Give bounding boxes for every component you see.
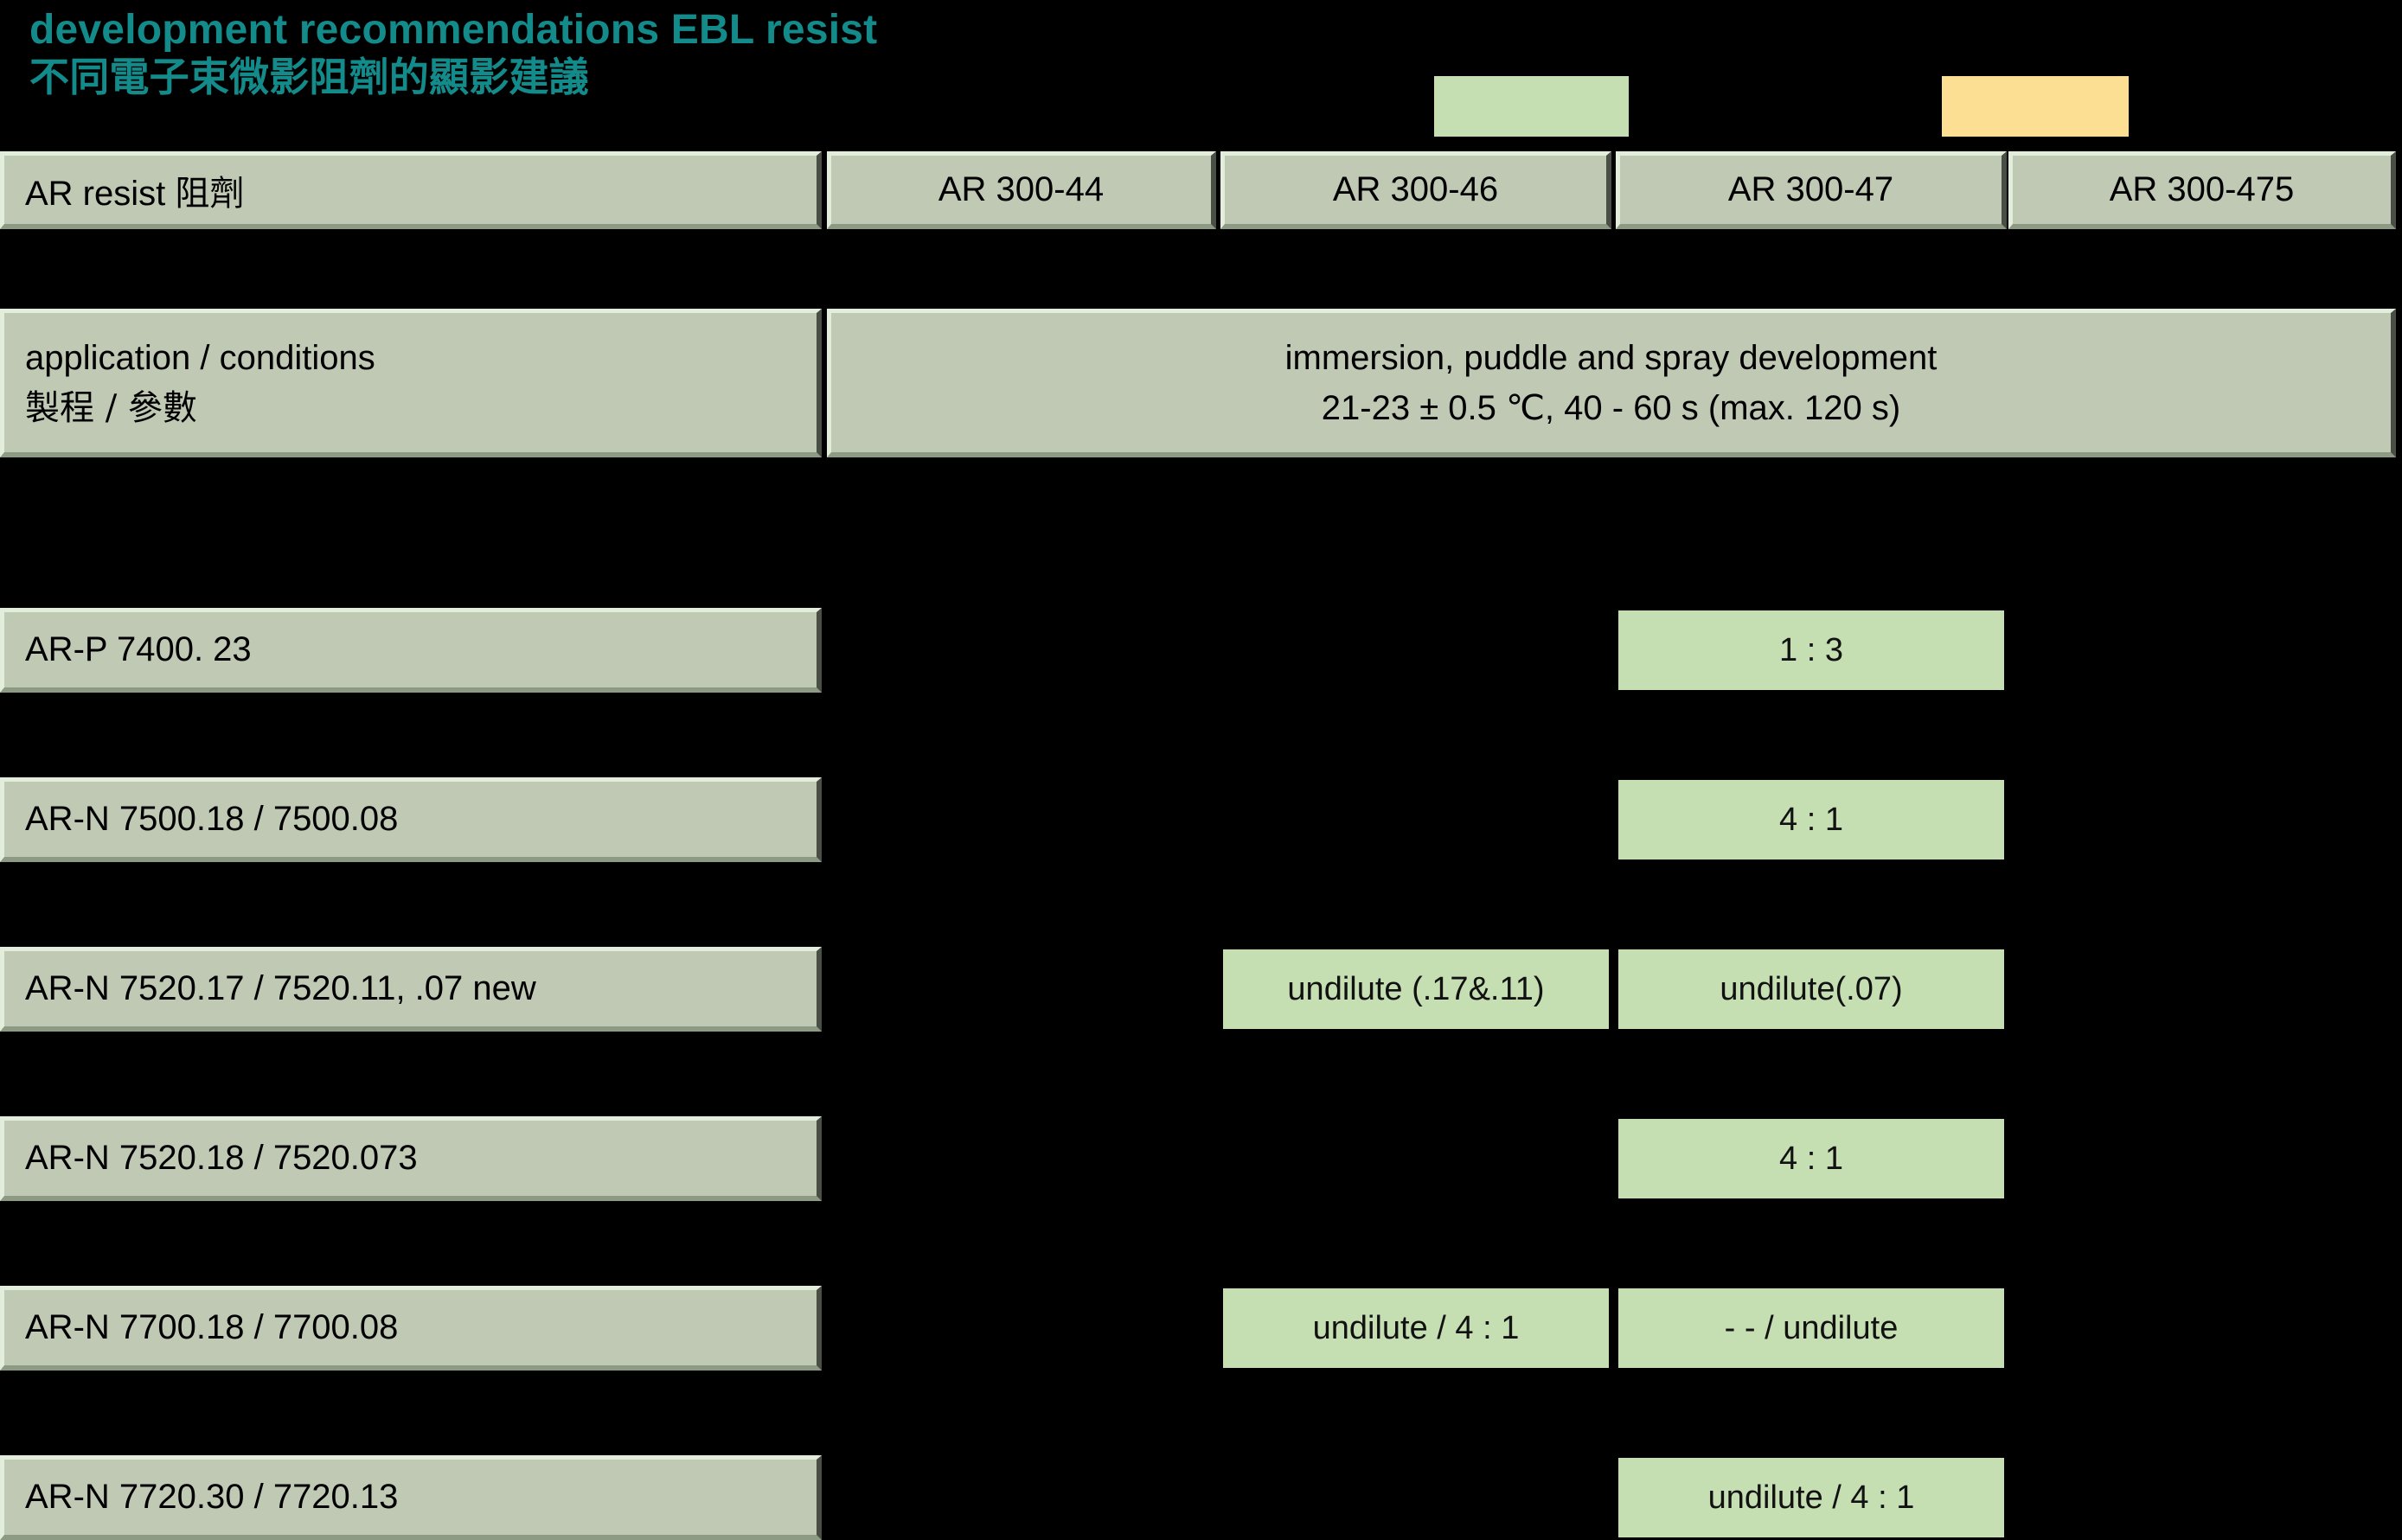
row-label-cell: AR-N 7500.18 / 7500.08	[0, 777, 822, 862]
data-cell-empty	[827, 1286, 1216, 1371]
data-cell-empty	[827, 947, 1216, 1032]
data-cell-empty	[1220, 1116, 1611, 1201]
row-label-cell: AR-N 7520.17 / 7520.11, .07 new	[0, 947, 822, 1032]
page-title-english: development recommendations EBL resist	[29, 7, 878, 53]
header-cell-ar-300-46: AR 300-46	[1220, 151, 1611, 229]
conditions-label-cell: application / conditions 製程 / 參數	[0, 309, 822, 457]
table-row: AR-P 7400. 23 1 : 3	[0, 378, 2402, 693]
conditions-value-line2: 21-23 ± 0.5 ℃, 40 - 60 s (max. 120 s)	[1321, 388, 1901, 427]
header-cell-ar-300-47: AR 300-47	[1616, 151, 2007, 229]
table-conditions-row: application / conditions 製程 / 參數 immersion…	[0, 229, 2402, 457]
data-cell: undilute(.07)	[1616, 947, 2007, 1032]
data-cell-empty	[2008, 1455, 2396, 1540]
title-block: development recommendations EBL resist 不…	[29, 7, 877, 100]
row-label-cell: AR-N 7720.30 / 7720.13	[0, 1455, 822, 1540]
table-row: AR-N 7720.30 / 7720.13 undilute / 4 : 1	[0, 802, 2402, 1540]
data-cell: 4 : 1	[1616, 777, 2007, 862]
conditions-value-cell: immersion, puddle and spray development 2…	[827, 309, 2396, 457]
data-cell-empty	[827, 1455, 1216, 1540]
data-cell: undilute / 4 : 1	[1616, 1455, 2007, 1540]
page-title-chinese: 不同電子束微影阻劑的顯影建議	[29, 54, 589, 100]
data-cell: - - / undilute	[1616, 1286, 2007, 1371]
conditions-label-english: application / conditions	[25, 338, 375, 377]
data-cell: 1 : 3	[1616, 608, 2007, 693]
legend-swatch-green	[1434, 76, 1629, 137]
header-cell-ar-300-44: AR 300-44	[827, 151, 1216, 229]
conditions-value-line1: immersion, puddle and spray development	[1284, 338, 1938, 377]
table-row: AR-N 7500.18 / 7500.08 4 : 1	[0, 463, 2402, 862]
row-label-cell: AR-N 7700.18 / 7700.08	[0, 1286, 822, 1371]
data-cell-empty	[2008, 947, 2396, 1032]
table-row: AR-N 7520.17 / 7520.11, .07 new undilute …	[0, 547, 2402, 1032]
data-cell: 4 : 1	[1616, 1116, 2007, 1201]
data-cell: undilute (.17&.11)	[1220, 947, 1611, 1032]
data-cell: undilute / 4 : 1	[1220, 1286, 1611, 1371]
legend-swatch-orange	[1942, 76, 2129, 137]
header-cell-resist: AR resist 阻劑	[0, 151, 822, 229]
data-cell-empty	[2008, 1286, 2396, 1371]
row-label-cell: AR-P 7400. 23	[0, 608, 822, 693]
data-cell-empty	[827, 1116, 1216, 1201]
table-row: AR-N 7520.18 / 7520.073 4 : 1	[0, 632, 2402, 1201]
conditions-label-chinese: 製程 / 參數	[25, 387, 197, 428]
header-cell-ar-300-475: AR 300-475	[2008, 151, 2396, 229]
table-row: AR-N 7700.18 / 7700.08 undilute / 4 : 1- …	[0, 717, 2402, 1371]
data-cell-empty	[1220, 1455, 1611, 1540]
row-label-cell: AR-N 7520.18 / 7520.073	[0, 1116, 822, 1201]
data-cell-empty	[2008, 1116, 2396, 1201]
